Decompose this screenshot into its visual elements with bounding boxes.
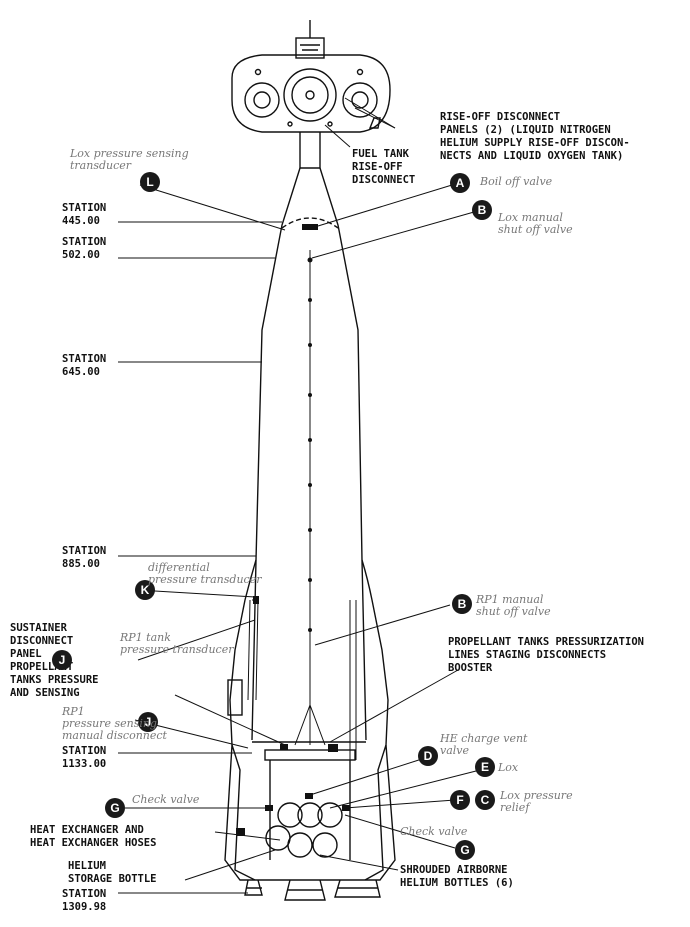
- leader-lines: [125, 97, 481, 881]
- sustainer-panel-label: SUSTAINER DISCONNECT PANEL PROPELLANT TA…: [10, 622, 99, 699]
- fuel-tank-neck: [299, 132, 321, 169]
- callout-j-upper: J: [52, 650, 72, 670]
- callout-g-left: G: [105, 798, 125, 818]
- note-rp1-manual: RP1 manual shut off valve: [476, 593, 551, 618]
- callout-e: E: [475, 757, 495, 777]
- center-line-nodes: [302, 224, 318, 632]
- right-pod: [361, 559, 389, 881]
- note-lox-manual: Lox manual shut off valve: [498, 211, 573, 236]
- tank-body: [251, 559, 367, 741]
- callout-b-upper: B: [472, 200, 492, 220]
- callout-f: F: [450, 790, 470, 810]
- note-check-valve-left: Check valve: [132, 793, 200, 806]
- note-he-charge: HE charge vent valve: [440, 732, 528, 757]
- note-lox-e: Lox: [498, 761, 519, 774]
- center-nozzle: [284, 879, 326, 901]
- pressurization-lines-label: PROPELLANT TANKS PRESSURIZATION LINES ST…: [448, 636, 644, 674]
- callout-a: A: [450, 173, 470, 193]
- callout-d: D: [418, 746, 438, 766]
- callout-g-right: G: [455, 840, 475, 860]
- note-check-valve-right: Check valve: [400, 825, 468, 838]
- station-lines: [118, 221, 282, 894]
- rise-off-plate: [231, 20, 391, 133]
- note-rp1-tank: RP1 tank pressure transducer: [120, 631, 234, 656]
- callout-c: C: [475, 790, 495, 810]
- helium-bottles: [265, 802, 343, 858]
- fuel-tank-disconnect-label: FUEL TANK RISE-OFF DISCONNECT: [352, 148, 416, 186]
- callout-b-lower: B: [452, 594, 472, 614]
- callout-j-lower: J: [138, 712, 158, 732]
- note-lox-relief: Lox pressure relief: [500, 789, 573, 814]
- nose-cone: [255, 167, 363, 561]
- fittings: [236, 596, 350, 836]
- helium-bottle-label: HELIUM STORAGE BOTTLE: [68, 860, 157, 885]
- note-differential: differential pressure transducer: [148, 561, 262, 586]
- left-nozzle: [244, 879, 263, 896]
- engine-section: [224, 741, 396, 881]
- note-lox-sensing: Lox pressure sensing transducer: [70, 147, 189, 172]
- heat-exchanger-label: HEAT EXCHANGER AND HEAT EXCHANGER HOSES: [30, 824, 157, 849]
- callout-k: K: [135, 580, 155, 600]
- shrouded-bottles-label: SHROUDED AIRBORNE HELIUM BOTTLES (6): [400, 864, 514, 889]
- rise-off-panels-label: RISE-OFF DISCONNECT PANELS (2) (LIQUID N…: [440, 111, 630, 162]
- note-boil-off: Boil off valve: [480, 175, 553, 188]
- callout-l: L: [140, 172, 160, 192]
- note-rp1-sensing: RP1 pressure sensing manual disconnect: [62, 705, 167, 742]
- right-nozzle: [334, 879, 381, 898]
